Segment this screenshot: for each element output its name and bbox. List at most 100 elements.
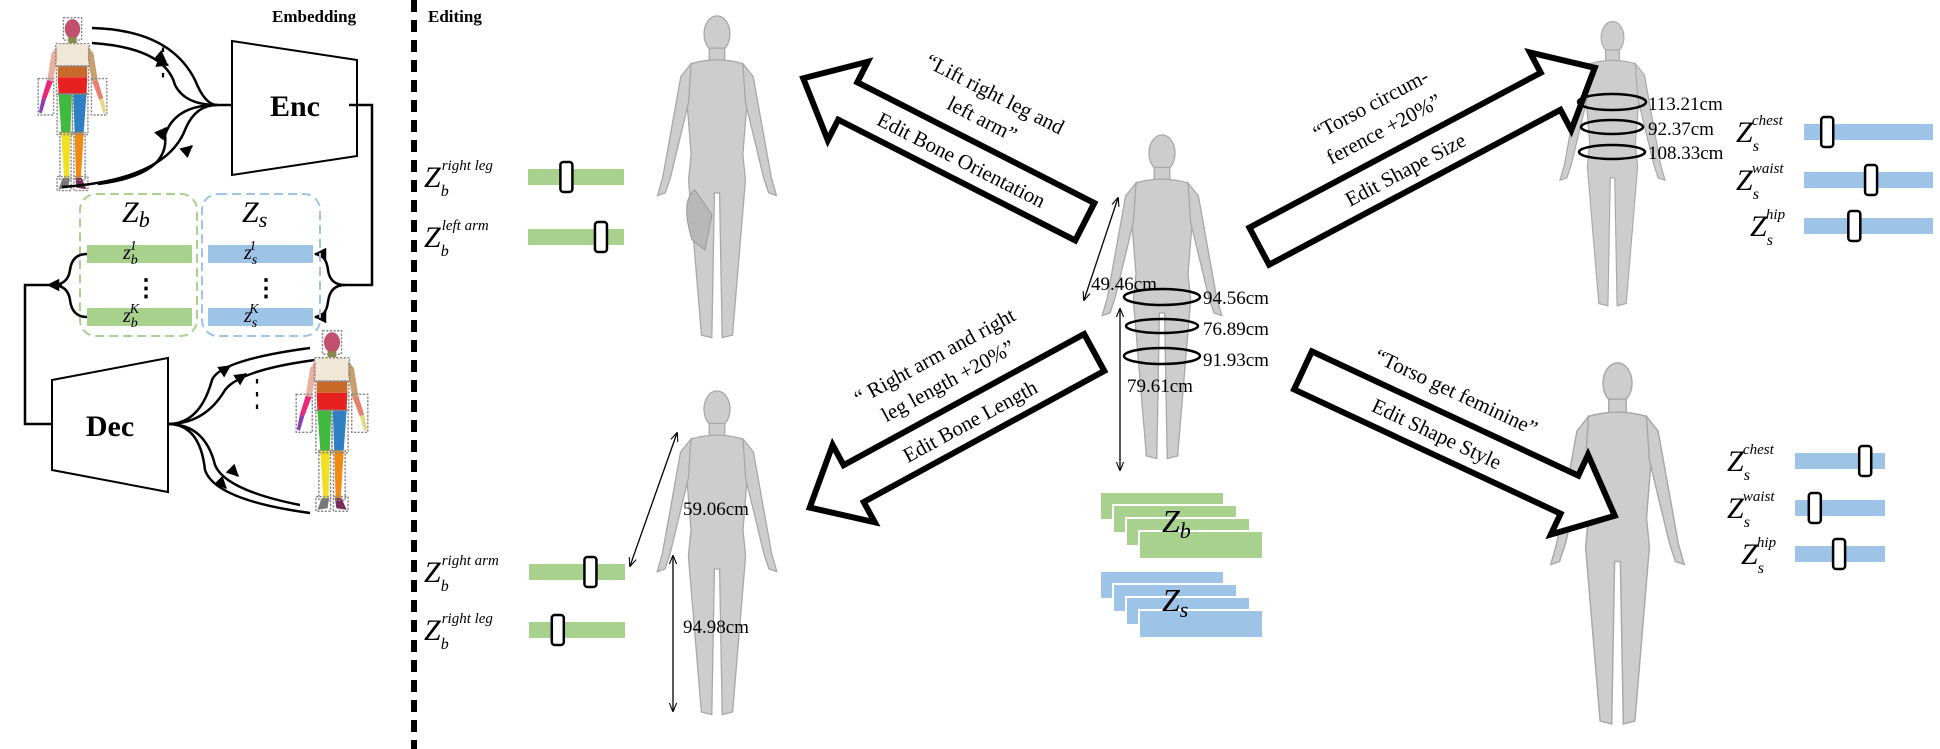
slider-label-var: Z (424, 161, 441, 194)
slider-handle[interactable] (1831, 537, 1847, 571)
slider-label-var: Z (1736, 116, 1753, 149)
size-hip-measure: 108.33cm (1648, 143, 1724, 164)
slider-track[interactable] (528, 229, 624, 245)
editing-title: Editing (428, 7, 482, 26)
edit-bone-length-arrow: Edit Bone Length “ Right arm and right l… (805, 303, 1109, 527)
center-arm-measure: 49.46cm (1091, 274, 1157, 295)
slider-label-sub: b (441, 243, 449, 260)
slider-label-sub: s (1753, 138, 1759, 155)
slider-label-sub: b (441, 183, 449, 200)
decoder-input-line (23, 283, 52, 426)
slider-label-var: Z (1736, 164, 1753, 197)
edited-leg-measure: 94.98cm (683, 617, 749, 638)
slider-handle[interactable] (593, 220, 609, 254)
bone-latent-bar-1 (87, 245, 192, 263)
slider-handle[interactable] (1857, 444, 1873, 478)
slider-bone_orientation-right-leg[interactable]: Zbright leg (424, 158, 624, 200)
slider-label-var: Z (424, 556, 441, 589)
slider-label-sub: s (1744, 467, 1750, 484)
shape-latent-stack (1099, 570, 1264, 639)
shape-latent-box (201, 193, 321, 337)
slider-shape_size-waist[interactable]: Zs waist (1736, 161, 1933, 203)
decoder-output-arrows (167, 346, 316, 515)
encoder-input-ellipsis: ⋮ (152, 42, 174, 83)
slider-label-sup: left arm (442, 218, 489, 234)
decoder-label: Dec (86, 410, 134, 443)
body-shape-style-result (1550, 362, 1685, 725)
decoder-output-ellipsis: ⋮ (246, 373, 268, 414)
decoder-block (51, 356, 169, 494)
center-arm-length-arrow (1084, 198, 1118, 300)
slider-label: Zbright leg (424, 158, 493, 200)
slider-bone_length-right-leg[interactable]: Zbright leg (424, 611, 625, 653)
slider-label: Zship (1750, 207, 1786, 249)
slider-label-var: Z (1727, 492, 1744, 525)
slider-shape_style-chest[interactable]: Zschest (1727, 442, 1885, 484)
slider-handle[interactable] (559, 160, 574, 194)
slider-handle[interactable] (1847, 209, 1862, 243)
slider-track[interactable] (1804, 124, 1933, 140)
slider-track[interactable] (528, 169, 624, 185)
slider-label-sub: s (1744, 514, 1750, 531)
slider-label-sup: right arm (442, 553, 499, 569)
center-leg-measure: 79.61cm (1127, 376, 1193, 397)
slider-label-sup: hip (1766, 207, 1786, 223)
bone-latent-ellipsis: ⋮ (134, 276, 158, 302)
bone-latent-stack (1099, 491, 1264, 560)
slider-label: Zbright leg (424, 611, 493, 653)
slider-bone_length-right-arm[interactable]: Zbright arm (424, 553, 625, 595)
slider-shape_size-chest[interactable]: Zs chest (1736, 113, 1933, 155)
lifted-leg (686, 189, 713, 251)
slider-track[interactable] (529, 622, 625, 638)
edit-shape-size-arrow: Edit Shape Size “Torso circum- ference +… (1245, 47, 1599, 269)
size-chest-measure: 113.21cm (1648, 94, 1723, 115)
slider-label-sup: chest (1743, 442, 1775, 458)
slider-label-sub: s (1753, 186, 1759, 203)
edited-arm-measure: 59.06cm (683, 499, 749, 520)
slider-handle[interactable] (1863, 163, 1879, 197)
slider-handle[interactable] (1819, 115, 1835, 149)
slider-track[interactable] (529, 564, 625, 580)
encoder-block (231, 39, 358, 177)
shape-latent-label-K: zsK (243, 302, 259, 331)
edited-arm-length-arrow (630, 433, 677, 566)
bone-latent-bar-K (87, 308, 192, 326)
slider-bone_orientation-left-arm[interactable]: Zbleft arm (424, 218, 624, 260)
slider-label: Zs hip (1741, 535, 1777, 577)
center-waist-measure: 76.89cm (1203, 319, 1269, 340)
slider-track[interactable] (1804, 218, 1933, 234)
slider-label-sup: right leg (442, 611, 494, 627)
slider-shape_style-waist[interactable]: Zs waist (1727, 489, 1885, 531)
slider-handle[interactable] (583, 555, 598, 589)
slider-shape_size-hip[interactable]: Zship (1750, 207, 1933, 249)
slider-shape_style-hip[interactable]: Zs hip (1741, 535, 1885, 577)
slider-label: Zs chest (1736, 113, 1784, 155)
slider-handle[interactable] (550, 613, 566, 647)
center-hip-measure: 91.93cm (1203, 350, 1269, 371)
center-chest-measure: 94.56cm (1203, 288, 1269, 309)
slider-label-sup: hip (1757, 535, 1777, 551)
slider-label-sup: waist (1752, 161, 1785, 177)
size-waist-measure: 92.37cm (1648, 119, 1714, 140)
slider-label: Zbright arm (424, 553, 499, 595)
encoder-input-arrows (61, 26, 232, 189)
slider-label-sup: chest (1752, 113, 1784, 129)
edit-bone-orientation-label: Edit Bone Orientation (873, 107, 1050, 213)
slider-label-sub: s (1758, 560, 1764, 577)
slider-label-var: Z (424, 614, 441, 647)
slider-label-sup: waist (1743, 489, 1776, 505)
bone-stack-label: Zb (1162, 503, 1191, 543)
bone-latent-title: Zb (122, 196, 150, 232)
encoder-label: Enc (270, 90, 320, 123)
shape-latent-bar-K (208, 308, 313, 326)
bone-latent-label-1: zb1 (122, 239, 138, 268)
slider-label-var: Z (1741, 538, 1758, 571)
slider-handle[interactable] (1807, 491, 1823, 525)
slider-label: Zs waist (1727, 489, 1775, 531)
shape-stack-label: Zs (1162, 582, 1188, 622)
slider-label-sub: s (1767, 232, 1773, 249)
embedding-title: Embedding (272, 7, 357, 26)
zbK-to-decoder (51, 283, 88, 319)
